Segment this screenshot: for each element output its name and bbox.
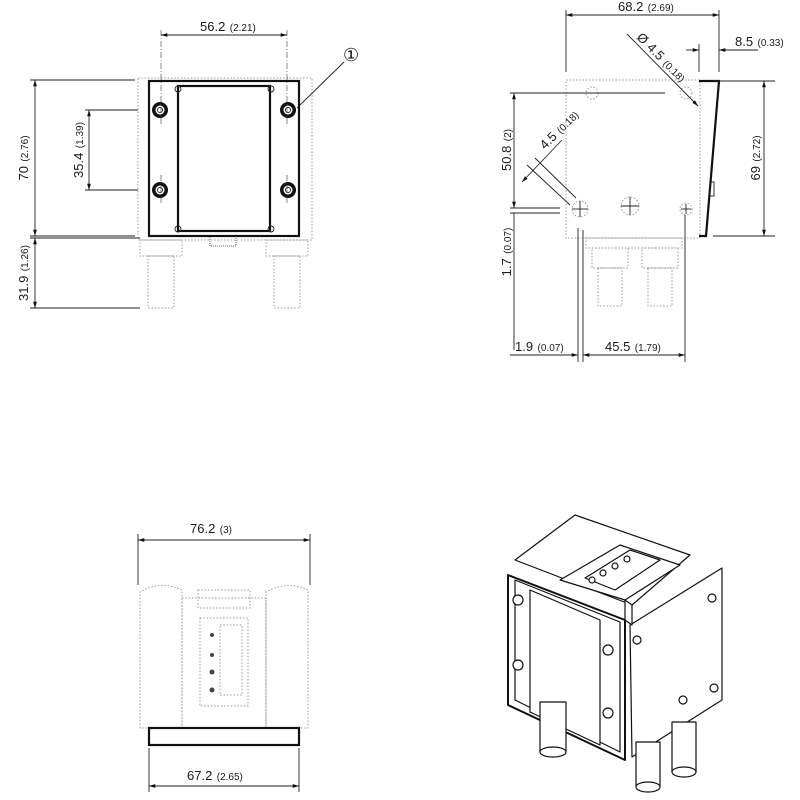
svg-text:Ø 4.5 (0.18): Ø 4.5 (0.18) <box>633 29 690 86</box>
svg-text:35.4 (1.39): 35.4 (1.39) <box>70 122 87 178</box>
callout-label: ① <box>343 45 359 65</box>
svg-text:76.2 (3): 76.2 (3) <box>190 520 232 537</box>
svg-text:45.5 (1.79): 45.5 (1.79) <box>605 338 661 355</box>
screw-icons <box>152 102 296 198</box>
svg-text:50.8 (2): 50.8 (2) <box>498 129 515 171</box>
connector <box>209 235 237 247</box>
svg-text:8.5 (0.33): 8.5 (0.33) <box>735 33 784 50</box>
svg-text:68.2 (2.69): 68.2 (2.69) <box>618 0 674 15</box>
front-view: 56.2 (2.21) 70 (2.76) 35.4 (1.39) 31.9 (… <box>15 18 359 309</box>
svg-text:67.2 (2.65): 67.2 (2.65) <box>187 767 243 784</box>
bottom-view: 76.2 (3) 67.2 (2.65) <box>137 520 311 792</box>
svg-text:31.9 (1.26): 31.9 (1.26) <box>15 245 32 301</box>
isometric-view <box>507 514 723 793</box>
sensor-body <box>176 84 272 233</box>
svg-text:1.9 (0.07): 1.9 (0.07) <box>515 338 564 355</box>
bracket-plate <box>147 79 301 238</box>
svg-text:1.7 (0.07): 1.7 (0.07) <box>498 228 515 277</box>
svg-text:56.2 (2.21): 56.2 (2.21) <box>200 18 256 35</box>
side-view: 68.2 (2.69) 8.5 (0.33) Ø 4.5 (0.18) 69 (… <box>498 0 784 362</box>
svg-text:4.5 (0.18): 4.5 (0.18) <box>536 106 582 152</box>
hole-icons <box>571 86 693 218</box>
svg-text:70 (2.76): 70 (2.76) <box>15 135 32 180</box>
svg-text:69 (2.72): 69 (2.72) <box>747 135 764 180</box>
bracket-base <box>147 726 301 747</box>
